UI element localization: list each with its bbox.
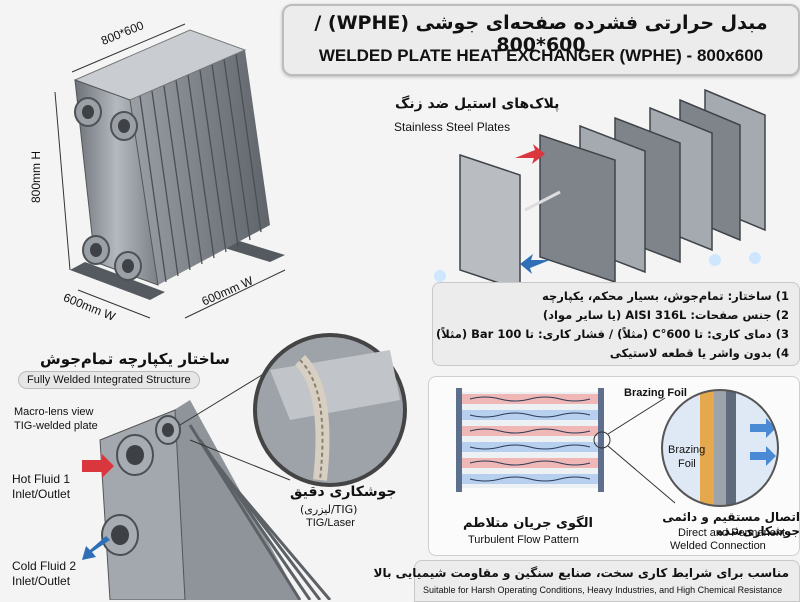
weld-spark-icon-2	[709, 254, 721, 266]
zoom-detail	[662, 390, 778, 506]
nozzle-holes	[82, 105, 134, 273]
welding-label-fa: جوشکاری دقیق	[290, 484, 397, 500]
exchanger-illustration	[54, 23, 286, 319]
connection-label-fa: اتصال مستقیم و دائمی جوشکاری‌شده	[662, 510, 800, 538]
bottom-note-en: Suitable for Harsh Operating Conditions,…	[423, 585, 783, 595]
brazing-label-mid-2: Foil	[678, 458, 696, 470]
connection-label-en-1: Direct and Permanent	[678, 527, 785, 539]
front-frame-plate	[74, 79, 159, 286]
dim-height-label: 800mm H	[29, 150, 44, 204]
plate-2	[539, 133, 616, 284]
flow-diagram	[456, 388, 779, 507]
welding-label-en: TIG/Laser	[306, 517, 355, 529]
weld-spark-icon-3	[749, 252, 761, 264]
flow-label-en: Turbulent Flow Pattern	[468, 534, 579, 546]
plate-pack-lines	[139, 53, 262, 283]
exploded-plates	[434, 88, 766, 290]
spec-4: 4) بدون واشر یا قطعه لاستیکی	[609, 346, 789, 360]
zoom-circle-large	[661, 389, 779, 507]
base-stand-left	[70, 262, 165, 300]
connection-label-en-2: Welded Connection	[670, 540, 766, 552]
plate-1	[459, 153, 521, 290]
dimension-lines	[54, 23, 286, 319]
frame-right-bar	[598, 388, 604, 492]
weld-rod	[524, 190, 561, 212]
title-en: WELDED PLATE HEAT EXCHANGER (WPHE) - 800…	[318, 46, 764, 65]
cold-fluid-label-2: Inlet/Outlet	[12, 574, 71, 588]
cold-fluid-label-1: Cold Fluid 2	[12, 559, 77, 573]
spec-3: 3) دمای کاری: تا 600°C (مثلاً) / فشار کا…	[436, 327, 789, 341]
brazing-label-mid-1: Brazing	[668, 444, 706, 456]
brazing-label-top: Brazing Foil	[624, 387, 687, 399]
plates-label-en: Stainless Steel Plates	[394, 120, 511, 134]
hot-fluid-label-2: Inlet/Outlet	[12, 487, 71, 501]
turbulent-flow-lines	[469, 396, 591, 482]
frame-left-bar	[456, 388, 462, 492]
title-box: مبدل حرارتی فشرده صفحه‌ای جوشی (WPHE) / …	[282, 4, 800, 76]
integrated-label-fa: ساختار یکپارچه تمام‌جوش	[40, 350, 230, 368]
specs-box: 1) ساختار: تمام‌جوش، بسیار محکم، یکپارچه…	[432, 282, 800, 366]
bottom-note-fa: مناسب برای شرایط کاری سخت، صنایع سنگین و…	[373, 566, 789, 580]
closeup-nozzle-holes	[111, 423, 174, 545]
integrated-label-en: Fully Welded Integrated Structure	[18, 371, 200, 389]
magnifier-line-1	[179, 369, 271, 426]
spec-1: 1) ساختار: تمام‌جوش، بسیار محکم، یکپارچه	[542, 289, 789, 303]
spec-2: 2) جنس صفحات: AISI 316L (یا سایر مواد)	[542, 308, 789, 322]
hot-fluid-arrow	[82, 454, 114, 478]
zoom-circle-small	[593, 431, 611, 449]
hot-flow-arrow	[515, 144, 545, 164]
plates-label-fa: پلاک‌های استیل ضد زنگ	[395, 96, 560, 112]
zoom-line-1	[607, 397, 666, 435]
title-fa: مبدل حرارتی فشرده صفحه‌ای جوشی (WPHE) / …	[314, 12, 768, 56]
flow-frame	[460, 392, 600, 488]
macro-label-1: Macro-lens view	[14, 406, 94, 418]
close-up-illustration	[82, 333, 407, 600]
cold-fluid-arrow	[82, 536, 110, 560]
macro-label-2: TIG-welded plate	[14, 420, 98, 432]
cold-flow-arrow	[520, 254, 550, 274]
flow-label-fa: الگوی جریان متلاطم	[463, 516, 593, 531]
weld-bead-texture	[299, 359, 324, 481]
bottom-note-box: مناسب برای شرایط کاری سخت، صنایع سنگین و…	[374, 560, 800, 602]
zoom-line-2	[607, 445, 676, 504]
hot-fluid-label-1: Hot Fluid 1	[12, 472, 71, 486]
magnifier-line-2	[189, 439, 291, 481]
weld-spark-icon	[434, 270, 446, 282]
welding-label-fa2: (TIG/لیزری)	[300, 503, 358, 516]
